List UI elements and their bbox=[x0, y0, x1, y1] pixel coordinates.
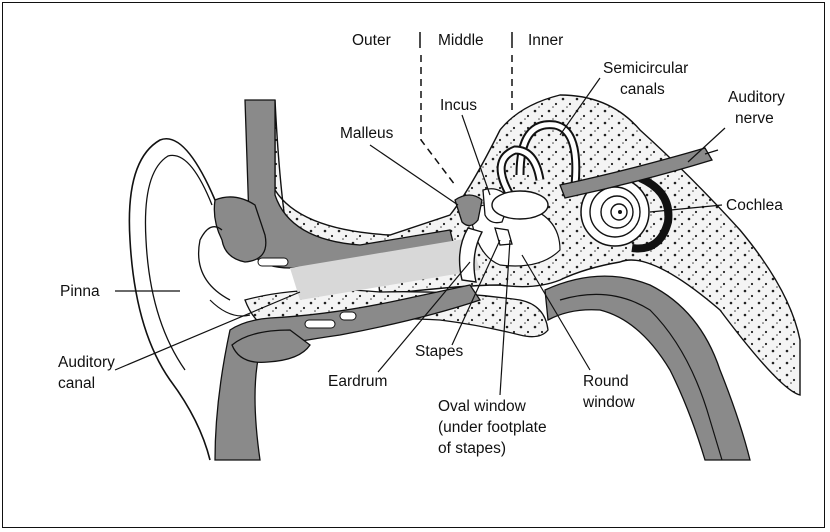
outer-middle-divider-dashed bbox=[421, 55, 455, 185]
label-auditory-canal-line2: canal bbox=[58, 375, 95, 392]
label-eardrum: Eardrum bbox=[328, 373, 387, 390]
label-oval-window-line1: Oval window bbox=[438, 398, 527, 415]
label-cochlea: Cochlea bbox=[726, 197, 783, 214]
cartilage-nodule-1 bbox=[258, 258, 288, 266]
label-outer: Outer bbox=[352, 32, 391, 49]
label-pinna: Pinna bbox=[60, 283, 100, 300]
label-oval-window-line3: of stapes) bbox=[438, 440, 506, 457]
label-inner: Inner bbox=[528, 32, 563, 49]
label-middle: Middle bbox=[438, 32, 484, 49]
label-semicircular-line2: canals bbox=[620, 81, 665, 98]
label-auditory-canal-line1: Auditory bbox=[58, 354, 115, 371]
label-auditory-nerve-line2: nerve bbox=[735, 110, 774, 127]
label-oval-window-line2: (under footplate bbox=[438, 419, 547, 436]
label-auditory-nerve-line1: Auditory bbox=[728, 89, 785, 106]
label-round-window-line2: window bbox=[582, 394, 635, 411]
leader-malleus bbox=[370, 145, 458, 205]
label-round-window-line1: Round bbox=[583, 373, 629, 390]
cartilage-nodule-2 bbox=[305, 320, 335, 328]
label-incus: Incus bbox=[440, 97, 477, 114]
label-semicircular-line1: Semicircular bbox=[603, 60, 688, 77]
label-malleus: Malleus bbox=[340, 125, 394, 142]
label-stapes: Stapes bbox=[415, 343, 464, 360]
cartilage-nodule-3 bbox=[340, 312, 356, 320]
